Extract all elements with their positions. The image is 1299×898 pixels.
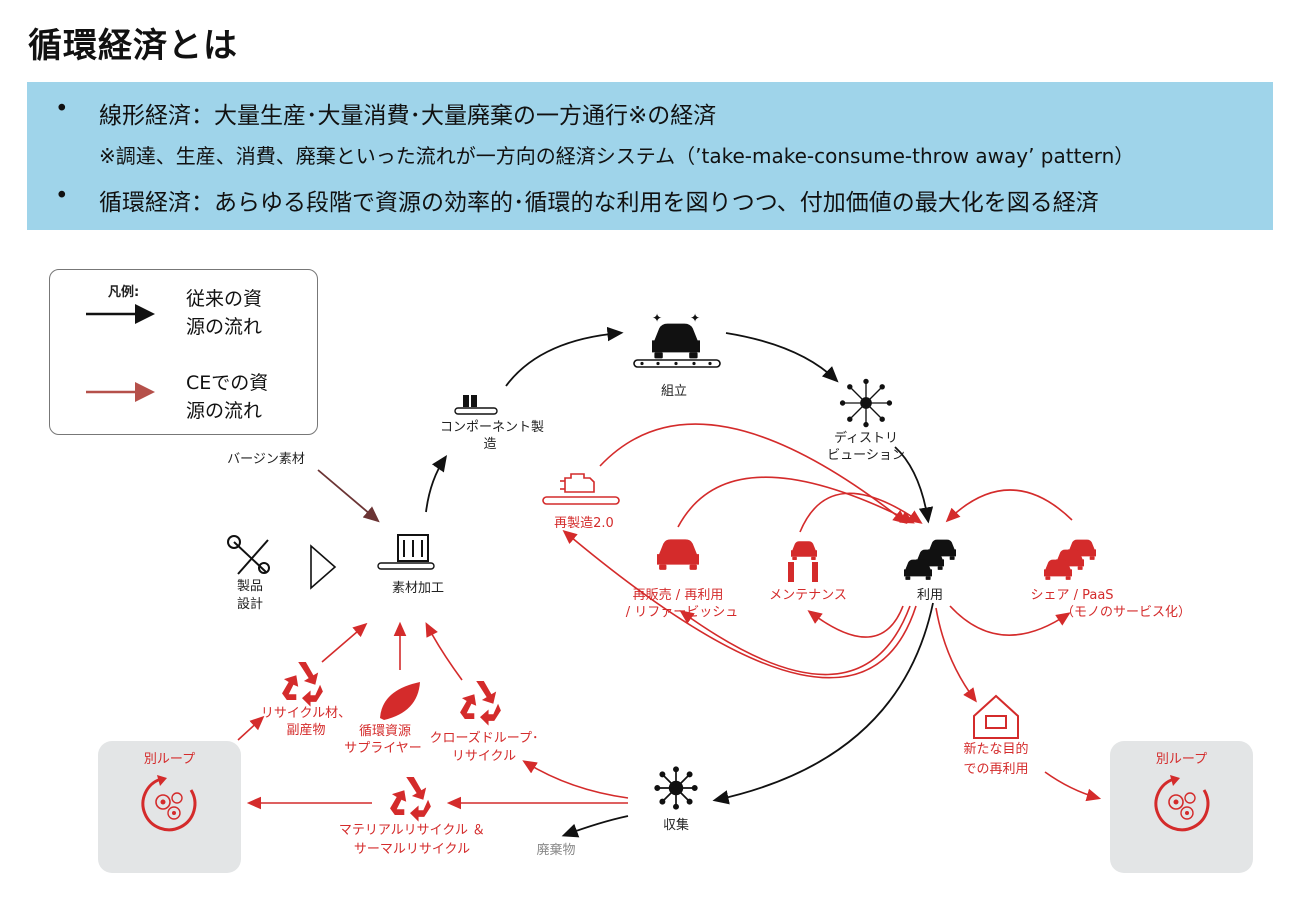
other-loop-label: 別ループ	[143, 752, 196, 767]
legend-heading: 凡例:	[108, 285, 140, 300]
label-share-2: （モノのサービス化）	[1061, 605, 1191, 620]
legend-item-conventional: 従来の資 源の流れ	[186, 285, 262, 341]
flow-material-to-component	[425, 455, 448, 513]
collection-hub-icon	[653, 765, 699, 811]
label-component-2: 造	[483, 437, 496, 452]
legend-label-line: 従来の資	[186, 288, 263, 310]
linear-footnote: ※調達、生産、消費、廃棄といった流れが一方向の経済システム（’take-make…	[99, 144, 1135, 168]
page-title: 循環経済とは	[28, 26, 238, 66]
flow-use-to-collection	[712, 602, 934, 805]
label-share: シェア / PaaS	[1030, 588, 1113, 603]
label-resale-2: / リファービッシュ	[626, 605, 739, 620]
label-design-2: 設計	[237, 596, 263, 612]
flow-share-to-use	[945, 489, 1073, 523]
legend-label-line: 源の流れ	[186, 400, 263, 422]
label-closed-loop-2: リサイクル	[452, 749, 516, 764]
definition-banner: • 線形経済：大量生産･大量消費･大量廃棄の一方通行※の経済 ※調達、生産、消費…	[27, 82, 1273, 230]
label-assembly: 組立	[661, 384, 687, 399]
leaf-icon	[380, 682, 420, 720]
gear-cycle-icon	[1154, 773, 1210, 832]
flow-closed-loop-to-material	[425, 622, 463, 681]
house-icon	[973, 694, 1019, 739]
flow-resale-to-use	[677, 476, 915, 528]
legend-arrows	[86, 304, 155, 402]
flow-collection-to-closed-loop	[522, 760, 629, 799]
bullet-text-circular: 循環経済：あらゆる段階で資源の効率的･循環的な利用を図りつつ、付加価値の最大化を…	[99, 190, 1099, 216]
other-loop-left: 別ループ	[98, 741, 241, 873]
maintenance-icon	[788, 541, 818, 582]
flow-use-to-resale	[679, 605, 911, 676]
label-new-purpose: 新たな目的	[963, 741, 1028, 757]
label-recycled: リサイクル材、	[261, 706, 351, 721]
distribution-hub-icon	[839, 378, 893, 428]
label-new-purpose-2: での再利用	[963, 762, 1028, 777]
gear-cycle-icon	[141, 773, 197, 832]
share-cars-icon	[1044, 539, 1096, 580]
engine-icon	[542, 473, 620, 505]
recycle-icon	[460, 681, 501, 726]
label-supplier-2: サプライヤー	[344, 741, 422, 756]
flow-recycled-to-material	[321, 622, 368, 663]
tools-icon	[227, 535, 270, 575]
legend-item-ce: CEでの資 源の流れ	[186, 369, 268, 425]
bullet-dot: •	[55, 183, 69, 209]
label-supplier: 循環資源	[359, 724, 411, 739]
label-component: コンポーネント製	[440, 420, 544, 435]
flow-virgin-to-material	[317, 469, 380, 523]
other-loop-label: 別ループ	[1155, 752, 1208, 767]
label-material: 素材加工	[392, 581, 444, 596]
flow-new-purpose-to-loop	[1044, 771, 1102, 802]
label-closed-loop: クローズドループ･	[429, 730, 538, 746]
use-cars-icon	[904, 539, 956, 580]
label-virgin: バージン素材	[227, 452, 305, 467]
flow-distribution-to-use	[894, 446, 934, 524]
flow-use-to-new-purpose	[935, 607, 977, 703]
flow-collection-to-waste	[561, 815, 629, 838]
label-design: 製品	[237, 579, 263, 594]
resale-car-icon	[657, 539, 699, 570]
label-use: 利用	[917, 588, 943, 603]
label-recycled-2: 副産物	[286, 722, 325, 738]
label-remanufacture: 再製造2.0	[554, 516, 614, 531]
label-distribution: ディストリ	[834, 430, 898, 446]
recycle-icon	[390, 777, 431, 822]
label-distribution-2: ビューション	[827, 448, 905, 463]
svg-text:✦: ✦	[652, 311, 662, 325]
flow-reman-to-use	[599, 423, 908, 524]
bullet-text-linear: 線形経済：大量生産･大量消費･大量廃棄の一方通行※の経済	[99, 103, 717, 129]
component-icon	[454, 395, 498, 415]
svg-text:✦: ✦	[690, 311, 700, 325]
flow-use-to-share	[949, 605, 1071, 636]
legend-label-line: CEでの資	[186, 372, 269, 394]
material-processing-icon	[377, 534, 435, 570]
flow-maintenance-to-use	[799, 492, 923, 533]
legend: 凡例: 従来の資 源の流れ CEでの資 源の流れ	[49, 269, 318, 435]
label-collection: 収集	[663, 817, 689, 833]
recycle-icon	[282, 662, 323, 707]
label-resale: 再販売 / 再利用	[633, 587, 724, 603]
flow-use-to-maintenance	[807, 605, 904, 638]
label-material-recycle-2: サーマルリサイクル	[354, 842, 470, 857]
flow-use-to-reman	[562, 529, 917, 679]
label-material-recycle: マテリアルリサイクル ＆	[339, 823, 485, 838]
assembly-car-icon: ✦✦	[633, 311, 721, 368]
flow-loop-to-recycled	[237, 715, 265, 741]
flow-component-to-assembly	[505, 326, 624, 387]
design-arrow-triangle	[310, 544, 337, 590]
bullet-dot: •	[55, 96, 69, 122]
legend-label-line: 源の流れ	[186, 316, 263, 338]
label-maintenance: メンテナンス	[769, 588, 847, 603]
flow-assembly-to-distribution	[725, 332, 839, 383]
label-waste: 廃棄物	[536, 842, 575, 858]
